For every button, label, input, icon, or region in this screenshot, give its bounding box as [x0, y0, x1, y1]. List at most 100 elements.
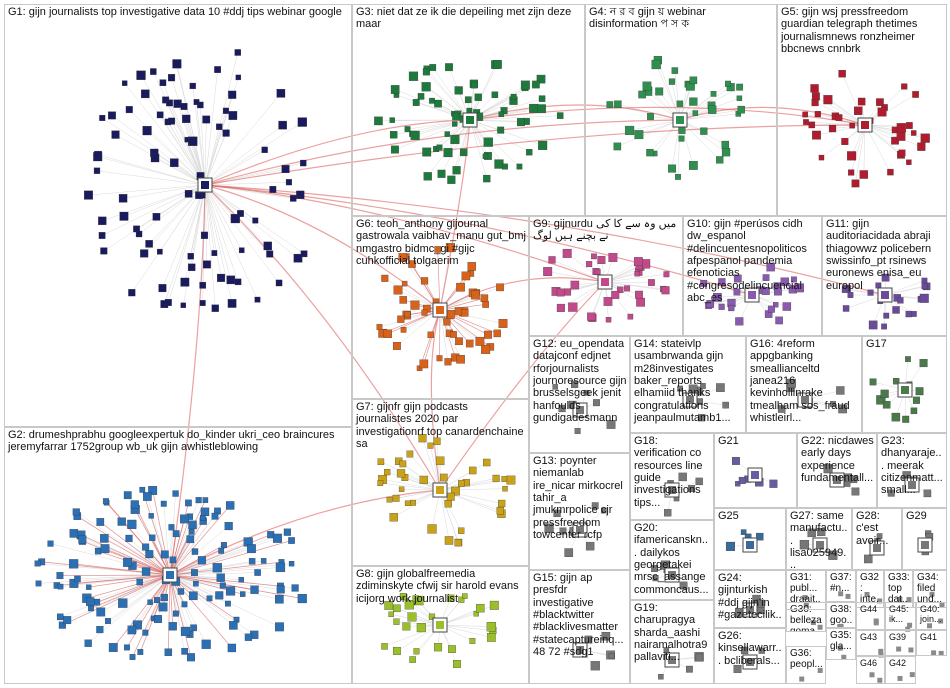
node — [399, 460, 407, 468]
edge — [169, 516, 191, 576]
node — [57, 583, 64, 590]
node — [78, 535, 87, 544]
node — [212, 563, 222, 573]
node — [568, 302, 578, 312]
node — [661, 286, 670, 295]
node — [775, 316, 783, 325]
node — [222, 107, 229, 114]
node — [143, 492, 152, 501]
edge — [387, 309, 441, 335]
node — [601, 507, 607, 514]
node — [157, 248, 163, 255]
hub-node-inner — [751, 471, 759, 479]
node — [898, 149, 906, 157]
node — [496, 283, 504, 292]
node — [390, 85, 400, 94]
node — [234, 278, 242, 286]
node — [658, 674, 664, 680]
edge — [456, 119, 471, 171]
node — [275, 279, 283, 287]
node — [938, 618, 944, 624]
group-box-g16: G16: 4reform appgbanking smeallianceltd … — [746, 336, 862, 433]
node — [69, 529, 79, 538]
node — [100, 534, 109, 543]
node — [254, 296, 261, 303]
node — [215, 591, 224, 600]
group-label: G32: inte... final... — [860, 572, 879, 607]
node — [230, 214, 240, 224]
edge — [169, 531, 288, 576]
node — [229, 621, 238, 630]
node — [389, 131, 398, 139]
edge — [814, 102, 866, 126]
edge — [439, 489, 450, 541]
edge — [204, 124, 283, 186]
edge — [439, 624, 493, 631]
node — [851, 179, 860, 188]
node — [587, 312, 596, 321]
hub-node-inner — [686, 396, 694, 404]
node — [901, 83, 908, 90]
group-box-g21: G21 — [714, 433, 797, 508]
node — [164, 299, 172, 306]
node — [168, 117, 176, 125]
node — [389, 117, 395, 123]
node — [300, 159, 307, 167]
node — [476, 603, 485, 613]
edge — [169, 544, 225, 576]
node — [187, 253, 194, 260]
edge — [864, 94, 916, 126]
node — [591, 502, 599, 510]
edge — [864, 124, 922, 147]
edge — [169, 574, 237, 621]
node — [493, 60, 502, 69]
node — [878, 648, 884, 654]
edge — [115, 134, 206, 186]
group-label: G19: charupragya sharda_aashi nairamalho… — [634, 602, 711, 664]
node — [692, 110, 699, 116]
node — [823, 464, 833, 474]
node — [227, 643, 237, 653]
group-box-g12: G12: eu_opendata datajconf edjnet rforjo… — [529, 336, 630, 453]
node — [777, 405, 786, 413]
node — [168, 622, 177, 631]
node — [848, 169, 855, 176]
node — [410, 300, 420, 310]
edge — [394, 119, 471, 150]
node — [123, 557, 133, 567]
edge — [100, 574, 171, 613]
node — [837, 624, 843, 630]
hub-node-inner — [873, 544, 881, 552]
node — [700, 383, 706, 389]
group-label: G38: goo... — [830, 604, 853, 627]
edge — [617, 119, 681, 147]
node — [736, 95, 743, 101]
node — [516, 118, 525, 127]
node — [427, 524, 437, 534]
node — [158, 284, 167, 293]
edge — [107, 574, 171, 622]
node — [121, 80, 128, 86]
node — [276, 585, 285, 594]
node — [869, 378, 877, 386]
hub-node-inner — [436, 621, 444, 629]
edge — [200, 104, 206, 186]
group-box-g26: G26: kinsellawarr... bcliberals... — [714, 628, 786, 684]
node — [873, 618, 879, 624]
node — [84, 639, 92, 647]
edge — [77, 574, 171, 580]
node — [410, 499, 416, 506]
cross-edge — [204, 119, 681, 186]
group-box-g19: G19: charupragya sharda_aashi nairamalho… — [630, 600, 714, 684]
node — [400, 327, 407, 333]
edge — [145, 93, 206, 186]
node — [108, 111, 116, 120]
node — [108, 643, 118, 652]
edge — [169, 574, 281, 587]
edge — [144, 184, 206, 254]
group-box-g41: G41 — [916, 630, 947, 656]
node — [802, 111, 808, 118]
node — [393, 285, 403, 295]
hub-node-inner — [601, 278, 609, 286]
group-box-g10: G10: gijn #perúsos cidh dw_espanol #deli… — [683, 216, 822, 336]
